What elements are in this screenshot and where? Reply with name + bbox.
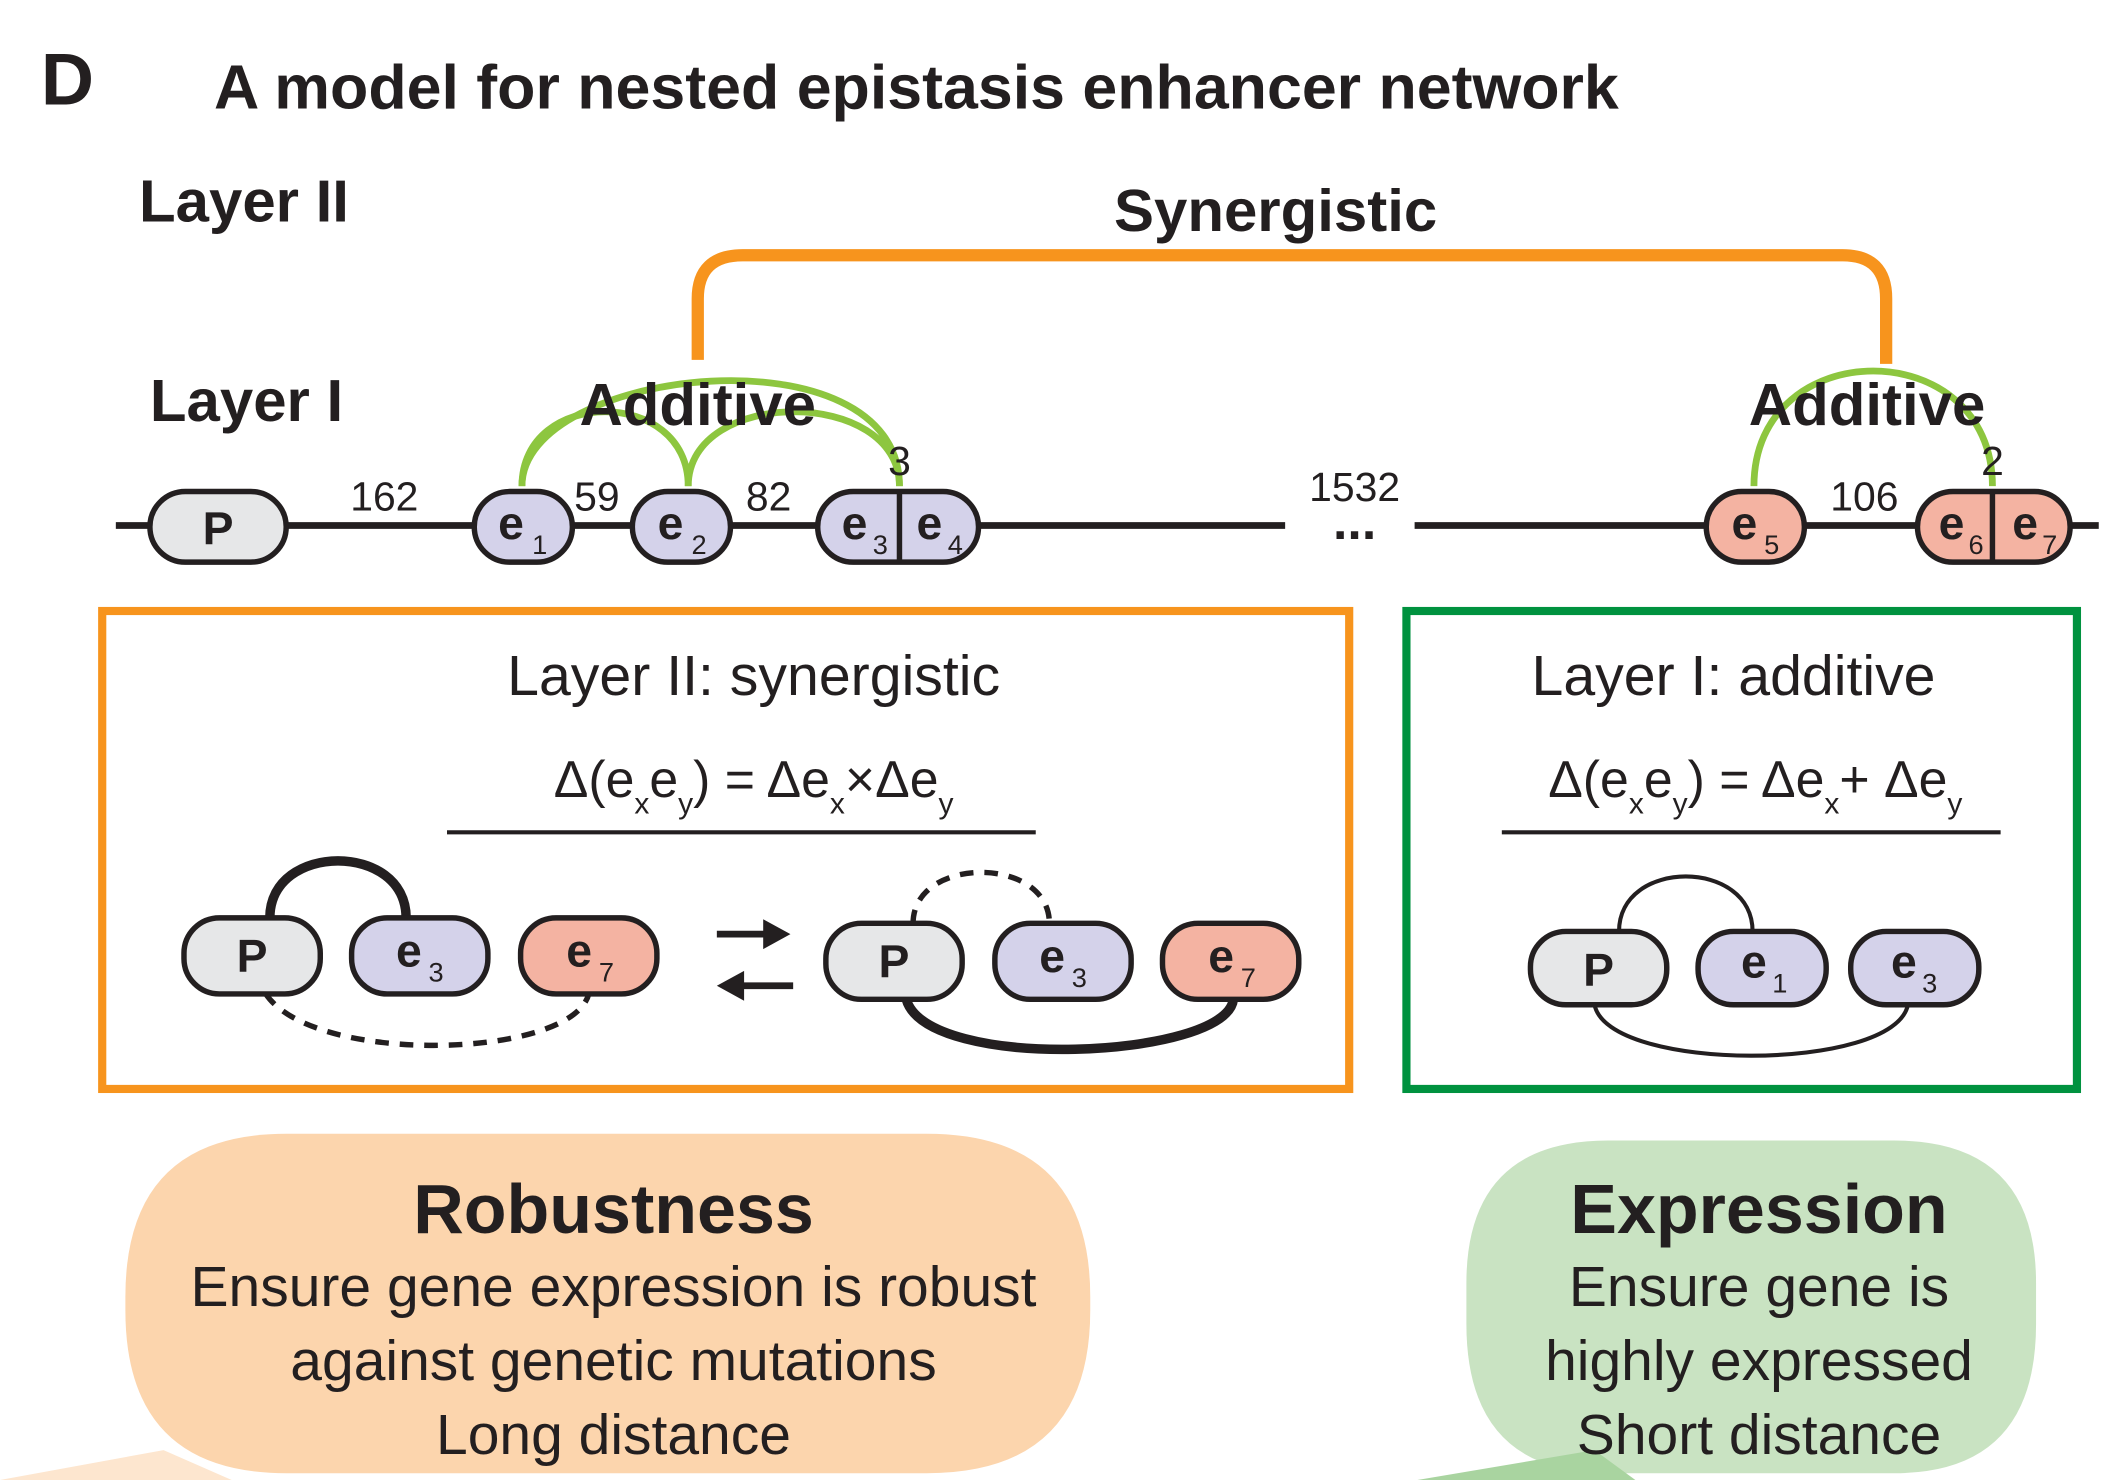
- robustness-panel: [125, 1133, 1091, 1474]
- figure-title: A model for nested epistasis enhancer ne…: [214, 53, 1619, 123]
- expression-pointer: [1417, 1450, 1636, 1480]
- loop-p-e3-dashed: [910, 869, 1053, 924]
- expression-caption: Expression Ensure gene is highly express…: [1468, 1168, 2050, 1472]
- svg-text:P: P: [237, 930, 268, 982]
- layer-1-box-title: Layer I: additive: [1531, 644, 1935, 708]
- svg-text:e: e: [658, 497, 684, 549]
- track-ellipsis: ...: [1333, 492, 1376, 550]
- distance-p-e1: 162: [350, 474, 418, 520]
- svg-text:e: e: [498, 497, 524, 549]
- layer-1-box: [1402, 606, 2082, 1094]
- expression-heading: Expression: [1570, 1170, 1948, 1248]
- enhancer-e3-e4-node: e 3 e 4: [814, 488, 982, 565]
- distance-e5-e6: 106: [1830, 474, 1898, 520]
- distance-e2-e3: 82: [746, 474, 791, 520]
- svg-text:3: 3: [429, 957, 444, 988]
- svg-text:3: 3: [873, 529, 888, 560]
- robustness-pointer: [0, 1450, 232, 1480]
- svg-text:e: e: [1039, 930, 1065, 982]
- layer-2-promoter-left: P: [181, 915, 323, 997]
- loop-p-e7-dashed: [263, 992, 592, 1049]
- layer-2-label: Layer II: [139, 167, 349, 234]
- additive-label-right: Additive: [1749, 371, 1986, 438]
- expression-line-1: Ensure gene is: [1568, 1255, 1950, 1319]
- svg-text:2: 2: [692, 529, 707, 560]
- svg-text:4: 4: [948, 529, 963, 560]
- distance-e1-e2: 59: [574, 474, 619, 520]
- svg-text:e: e: [396, 925, 422, 977]
- svg-text:e: e: [917, 497, 943, 549]
- svg-text:1: 1: [1772, 968, 1787, 999]
- additive-arc-right: [1750, 367, 1996, 487]
- svg-text:e: e: [1741, 936, 1767, 988]
- svg-text:7: 7: [2042, 529, 2057, 560]
- layer-2-formula: Δ(exey) = Δex×Δey: [554, 750, 954, 820]
- svg-text:P: P: [1583, 944, 1614, 996]
- layer-1-formula: Δ(exey) = Δex+ Δey: [1548, 750, 1962, 820]
- layer-2-e3-right: e 3: [992, 920, 1134, 1003]
- enhancer-e1-node: e 1: [471, 488, 576, 565]
- robustness-line-2: against genetic mutations: [290, 1329, 937, 1393]
- enhancer-e2-node: e 2: [629, 488, 734, 565]
- expression-line-3: Short distance: [1576, 1403, 1942, 1467]
- layer-2-box: [98, 606, 1354, 1094]
- layer-1-promoter: P: [1527, 928, 1670, 1008]
- layer-1-e3: e 3: [1847, 928, 1982, 1008]
- panel-letter: D: [41, 39, 94, 121]
- loop-p-e7-solid: [901, 997, 1239, 1055]
- svg-text:P: P: [203, 503, 234, 555]
- svg-text:7: 7: [599, 957, 614, 988]
- distance-e6-e7: 2: [1981, 438, 2004, 484]
- layer-2-e7-right: e 7: [1159, 920, 1302, 1003]
- layer-2-box-title: Layer II: synergistic: [507, 644, 1000, 708]
- loop-p-e1-top: [1616, 874, 1755, 932]
- additive-arcs-left: [518, 377, 903, 487]
- layer-2-promoter-right: P: [823, 920, 965, 1003]
- synergistic-label: Synergistic: [1114, 177, 1437, 244]
- loop-p-e3-bottom: [1592, 1004, 1910, 1058]
- layer-2-e3-left: e 3: [348, 915, 491, 997]
- expression-panel: [1466, 1140, 2037, 1474]
- synergistic-arc: [691, 249, 1893, 364]
- svg-text:e: e: [1732, 497, 1758, 549]
- expression-line-2: highly expressed: [1545, 1329, 1973, 1393]
- svg-text:P: P: [879, 936, 910, 988]
- distance-e3-e4: 3: [888, 438, 911, 484]
- robustness-line-1: Ensure gene expression is robust: [190, 1255, 1037, 1319]
- svg-text:e: e: [2012, 497, 2038, 549]
- svg-text:e: e: [566, 925, 592, 977]
- svg-text:3: 3: [1922, 968, 1937, 999]
- promoter-node: P: [147, 488, 289, 565]
- robustness-heading: Robustness: [413, 1170, 814, 1248]
- distance-gap: 1532: [1309, 464, 1400, 510]
- loop-p-e3-solid: [265, 856, 411, 919]
- svg-text:e: e: [1208, 930, 1234, 982]
- equilibrium-arrows-icon: [716, 919, 794, 1001]
- svg-text:5: 5: [1764, 529, 1779, 560]
- svg-text:e: e: [842, 497, 868, 549]
- svg-text:3: 3: [1072, 962, 1087, 993]
- robustness-caption: Robustness Ensure gene expression is rob…: [126, 1168, 1101, 1472]
- layer-2-e7-left: e 7: [517, 915, 660, 997]
- svg-text:1: 1: [532, 529, 547, 560]
- svg-text:7: 7: [1241, 962, 1256, 993]
- additive-label-left: Additive: [580, 371, 817, 438]
- layer-1-label: Layer I: [150, 367, 343, 434]
- svg-text:e: e: [1891, 936, 1917, 988]
- svg-text:6: 6: [1969, 529, 1984, 560]
- robustness-line-3: Long distance: [436, 1403, 791, 1467]
- enhancer-e6-e7-node: e 6 e 7: [1914, 488, 2073, 565]
- enhancer-e5-node: e 5: [1703, 488, 1808, 565]
- layer-1-e1: e 1: [1695, 928, 1829, 1008]
- svg-text:e: e: [1939, 497, 1965, 549]
